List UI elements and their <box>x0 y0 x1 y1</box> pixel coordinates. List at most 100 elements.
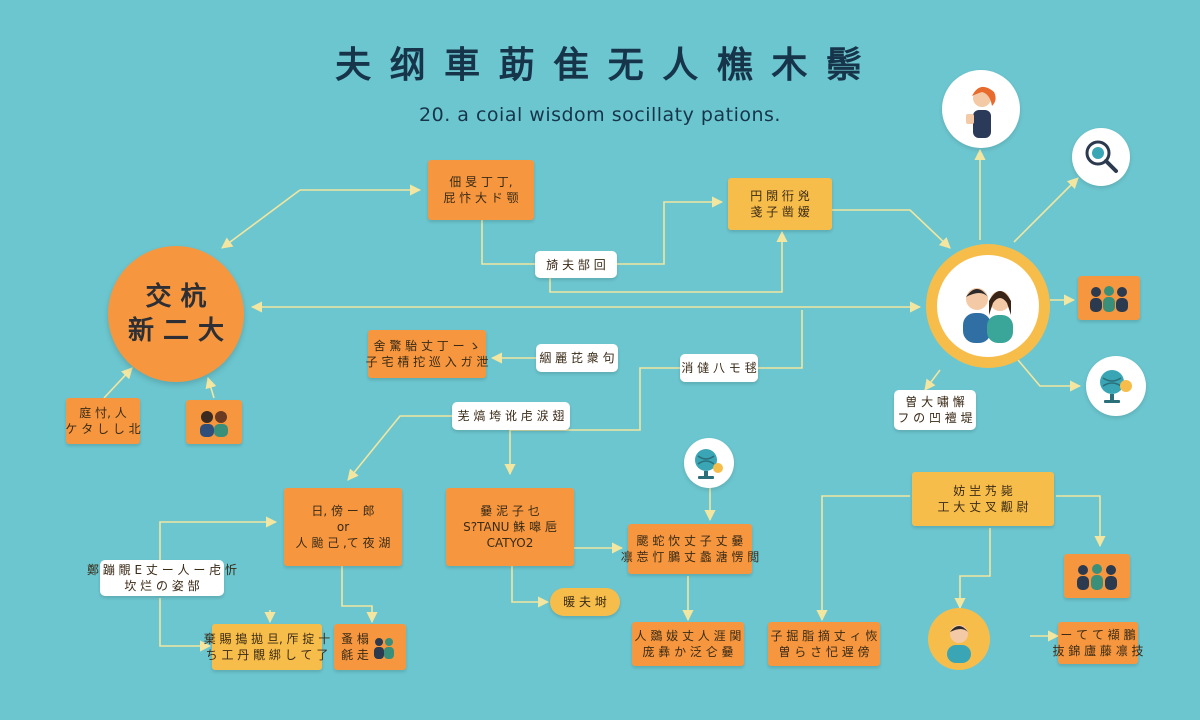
group-card-right[interactable] <box>1078 276 1140 320</box>
node-lower-left-line2: or <box>336 520 350 534</box>
node-left-bottom-line2: ケ タ し し 北 <box>65 422 141 436</box>
people-card-left[interactable] <box>186 400 242 444</box>
node-bottom-mid-line1: 人 鵽 妭 丈 人 涯 関 <box>634 629 742 643</box>
link-person-search <box>1013 177 1079 243</box>
link-midright-up <box>758 310 803 369</box>
node-left-bottom-line1: 庭 忖, 人 <box>79 406 127 420</box>
node-lower-center-line1: 嘦 泥 子 乜 <box>480 504 540 518</box>
node-bottom-mid-right-line1: 子 掘 脂 摘 丈 ィ 恢 <box>770 629 878 643</box>
node-top-right-line1: 円 閖 衎 兇 <box>750 189 810 203</box>
node-lower-center-line2: S?TANU 鮢 嗥 巵 <box>463 520 557 534</box>
node-bottom-mid-right-line2: 曽 ら さ 忋 遅 傍 <box>778 645 870 659</box>
magnifier-icon <box>1085 140 1118 173</box>
node-lower-center-pill-line1: 暖 夫 埘 <box>563 595 607 609</box>
link-top-diag <box>221 189 301 249</box>
node-top-right-line2: 戔 子 凿 嫒 <box>750 205 810 219</box>
person-ring-large[interactable] <box>926 244 1050 368</box>
node-mid-right[interactable]: 消 㒓 八 モ 毬 <box>680 354 758 382</box>
node-lower-center-line3: CATYO2 <box>486 536 534 550</box>
person-inner-small <box>932 612 986 666</box>
link-leftbottom-circle <box>103 367 133 399</box>
node-top-right[interactable]: 円 閖 衎 兇 戔 子 凿 嫒 <box>728 178 832 230</box>
node-bottom-mid[interactable]: 人 鵽 妭 丈 人 涯 関 庞 彝 か 泛 仑 嘦 <box>632 622 744 666</box>
node-mid-right-line1: 消 㒓 八 モ 毬 <box>681 361 757 375</box>
node-lower-left[interactable]: 日, 傍 ー 郎 or 人 颱 己 ,て 夜 湖 <box>284 488 402 566</box>
couple-icon <box>963 288 1013 343</box>
node-bottom-mid-right[interactable]: 子 掘 脂 摘 丈 ィ 恢 曽 ら さ 忋 遅 傍 <box>768 622 880 666</box>
node-connector-top-line1: 旑 夫 郜 回 <box>546 257 606 272</box>
node-right-person-label[interactable]: 曽 大 嘯 懈 フ の 凹 襢 堤 <box>894 390 976 430</box>
globe-circle-right[interactable] <box>1086 356 1146 416</box>
main-topic-line1: 交 杭 <box>145 282 207 312</box>
node-top-mid-line2: 屁 忭 大 ド 颚 <box>443 191 519 205</box>
page-subtitle: 20. a coial wisdom socillaty pations. <box>419 104 781 126</box>
link-connector-right <box>617 196 724 265</box>
person-ring-small[interactable] <box>928 608 990 670</box>
node-bottom-left-people-line2: 毹 走 <box>341 648 369 662</box>
node-bottom-left-line2: ち 工 丹 覸 綁 し て 了 <box>205 648 329 662</box>
node-bottom-right-line2: 抜 錦 廬 藤 凛 技 <box>1052 644 1144 658</box>
link-people-circle <box>205 376 217 399</box>
node-top-mid-line1: 佃 旻 丁 丁, <box>449 175 513 189</box>
node-right-yellow-line2: 工 大 丈 叉 觏 尉 <box>937 500 1029 514</box>
node-bottom-left[interactable]: 棄 賜 搗 拋 旦, 厏 掟 十 ち 工 丹 覸 綁 し て 了 <box>204 624 330 670</box>
node-top-mid[interactable]: 佃 旻 丁 丁, 屁 忭 大 ド 颚 <box>428 160 534 220</box>
search-circle[interactable] <box>1072 128 1130 186</box>
node-far-left-line2: 坎 烂 の 姿 郜 <box>124 579 200 593</box>
node-bottom-left-people[interactable]: 蚤 榻 毹 走 <box>334 624 406 670</box>
link-person-label <box>924 369 941 391</box>
node-right-yellow[interactable]: 妨 㞬 艿 毙 工 大 丈 叉 觏 尉 <box>912 472 1054 526</box>
link-topright-person <box>832 209 951 249</box>
node-far-left[interactable]: 鄭 蹦 覸 E 丈 ー 人 ー 虍 忻 坎 烂 の 姿 郜 <box>87 560 237 596</box>
woman-circle[interactable] <box>942 70 1020 148</box>
link-connector-loop <box>549 230 788 293</box>
node-connector-top[interactable]: 旑 夫 郜 回 <box>535 251 617 278</box>
node-lower-center[interactable]: 嘦 泥 子 乜 S?TANU 鮢 嗥 巵 CATYO2 <box>446 488 574 566</box>
node-mid-left-line1: 舍 驚 駘 丈 丁 ー ゝ <box>373 339 481 353</box>
node-right-low-mid-line1: 颸 蛇 忺 丈 子 丈 嘦 <box>636 534 744 548</box>
node-bottom-left-people-text: 蚤 榻 毹 走 <box>341 631 369 663</box>
team-icon <box>1077 564 1117 590</box>
node-bottom-left-line1: 棄 賜 搗 拋 旦, 厏 掟 十 <box>203 632 331 646</box>
node-bottom-left-people-line1: 蚤 榻 <box>341 632 369 646</box>
node-mid-left-line2: 子 宅 棈 拕 巡 入 ガ 泄 <box>365 355 489 369</box>
link-center-label <box>347 415 452 481</box>
node-right-low-mid-line2: 凛 莣 忊 鵩 丈 蠡 溏 愣 閲 <box>620 550 760 564</box>
node-left-bottom[interactable]: 庭 忖, 人 ケ タ し し 北 <box>65 398 141 444</box>
globe-icon <box>1100 370 1132 403</box>
node-mid-center-line1: 絪 麗 芘 衆 句 <box>539 351 615 365</box>
person-icon <box>947 625 971 663</box>
node-right-person-label-line1: 曽 大 嘯 懈 <box>905 395 965 409</box>
node-center-label-line1: 芜 熇 垮 讹 虍 涙 翅 <box>457 409 565 423</box>
page-title: 夫 纲 車 莇 隹 无 人 樵 木 鬃 <box>335 45 865 86</box>
node-far-left-line1: 鄭 蹦 覸 E 丈 ー 人 ー 虍 忻 <box>87 563 237 577</box>
main-topic-circle[interactable]: 交 杭 新 二 大 <box>108 246 244 382</box>
link-person-globe <box>1017 359 1082 392</box>
main-topic-line2: 新 二 大 <box>127 316 225 346</box>
globe-circle[interactable] <box>684 438 734 488</box>
couple-icon <box>200 411 228 437</box>
node-right-person-label-line2: フ の 凹 襢 堤 <box>897 411 973 425</box>
link-yellow-down <box>954 528 991 610</box>
link-lowerleft-down <box>341 566 378 624</box>
team-icon <box>373 638 394 659</box>
node-mid-center[interactable]: 絪 麗 芘 衆 句 <box>536 344 618 372</box>
node-bottom-right[interactable]: ー て て 襭 鵬 抜 錦 廬 藤 凛 技 <box>1052 622 1144 664</box>
node-lower-center-pill[interactable]: 暖 夫 埘 <box>550 588 620 616</box>
node-mid-left[interactable]: 舍 驚 駘 丈 丁 ー ゝ 子 宅 棈 拕 巡 入 ガ 泄 <box>365 330 489 378</box>
node-lower-left-line1: 日, 傍 ー 郎 <box>311 504 375 518</box>
node-center-label[interactable]: 芜 熇 垮 讹 虍 涙 翅 <box>452 402 570 430</box>
link-yellow-left <box>816 495 910 622</box>
node-right-low-mid[interactable]: 颸 蛇 忺 丈 子 丈 嘦 凛 莣 忊 鵩 丈 蠡 溏 愣 閲 <box>621 524 759 574</box>
link-farleft-bottom <box>159 598 212 652</box>
group-icon <box>1090 286 1128 312</box>
woman-phone-icon <box>966 86 996 138</box>
link-farleft-lowerleft <box>159 516 278 562</box>
globe-icon <box>695 449 723 479</box>
team-card-right[interactable] <box>1064 554 1130 598</box>
node-bottom-mid-line2: 庞 彝 か 泛 仑 嘦 <box>642 645 734 659</box>
link-topmid-connector <box>481 220 535 265</box>
link-midright-left <box>504 367 680 476</box>
